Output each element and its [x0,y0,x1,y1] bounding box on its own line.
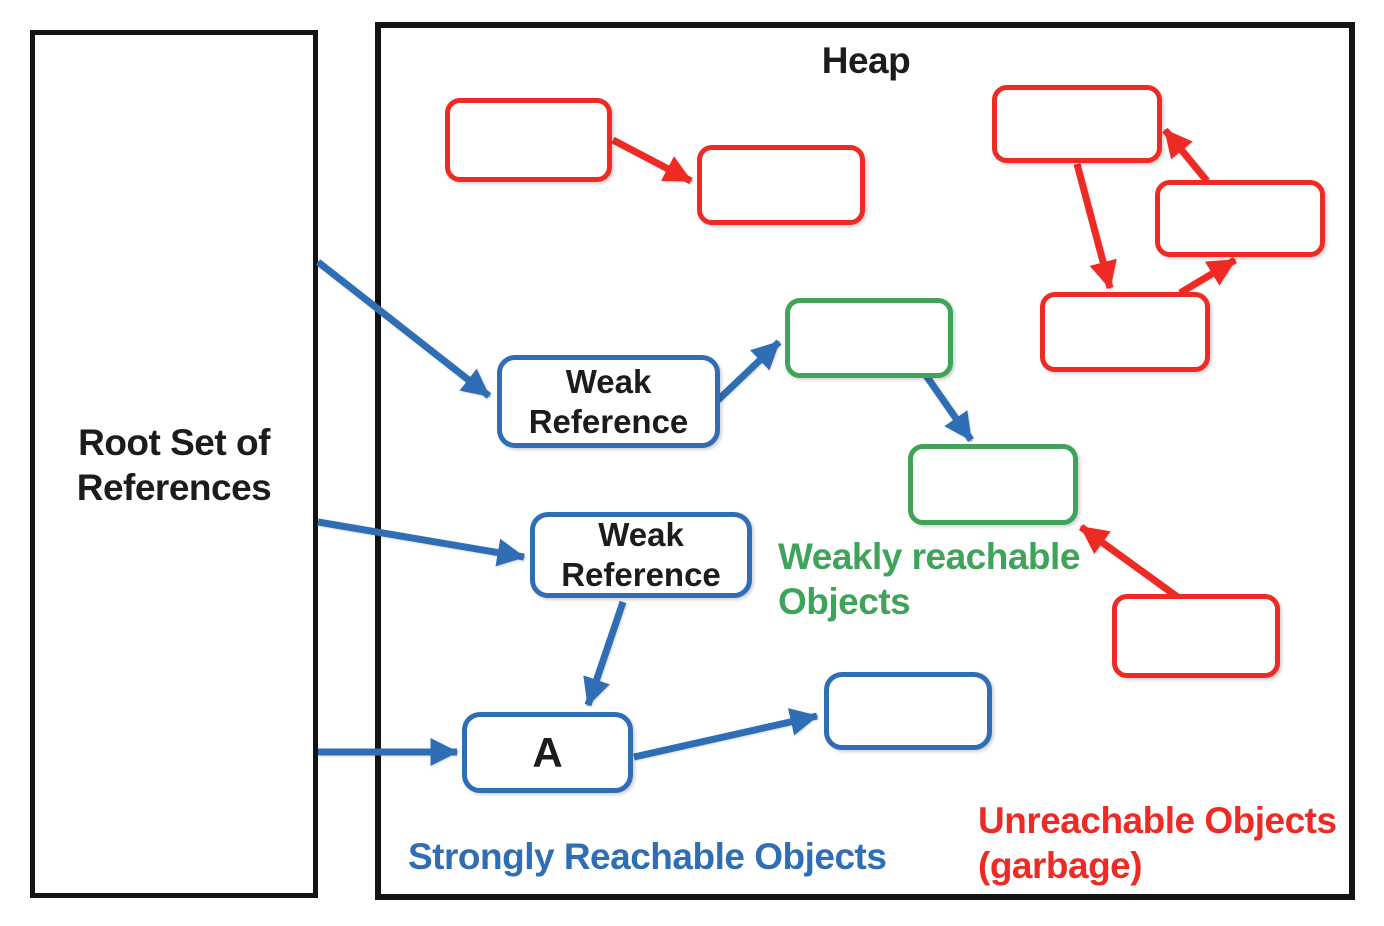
unreachable-objects-label: Unreachable Objects (garbage) [978,800,1337,886]
heap-title: Heap [821,40,911,81]
strong-object [824,672,992,750]
weakly-object-2 [908,444,1078,525]
weakly-object-1 [785,298,953,378]
root-set-frame [30,30,318,898]
weak-reference-2: Weak Reference [530,512,752,598]
object-a: A [462,712,633,793]
root-set-label: Root Set of References [76,422,272,508]
unreachable-object-2 [697,145,865,225]
weakly-reachable-label: Weakly reachable Objects [778,536,1080,622]
unreachable-object-6 [1112,594,1280,678]
unreachable-object-1 [445,98,612,182]
unreachable-object-5 [1040,292,1210,372]
strongly-reachable-label: Strongly Reachable Objects [408,836,887,877]
unreachable-object-3 [992,85,1162,163]
weak-reference-1: Weak Reference [497,355,720,448]
unreachable-object-4 [1155,180,1325,257]
